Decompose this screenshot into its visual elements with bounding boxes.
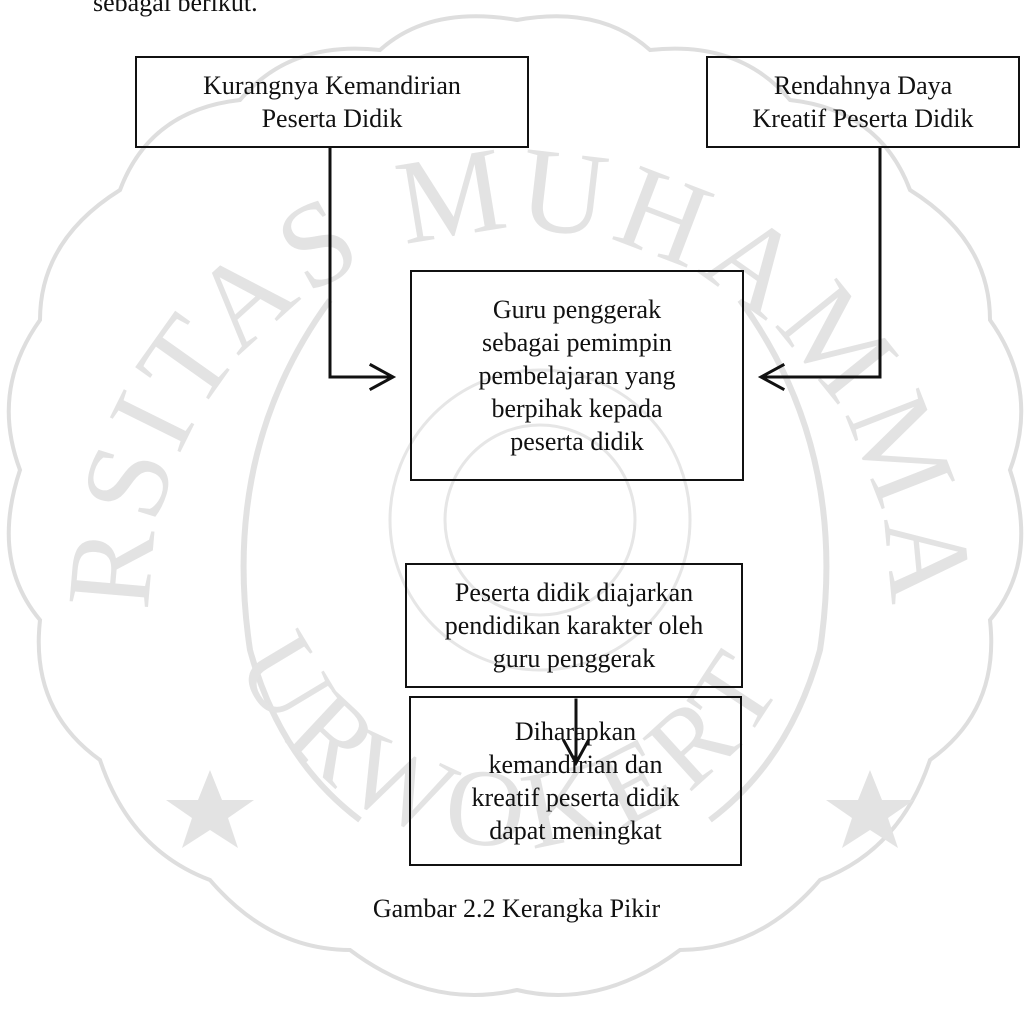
box-kurangnya-kemandirian: Kurangnya Kemandirian Peserta Didik: [135, 56, 529, 148]
box-pendidikan-karakter: Peserta didik diajarkan pendidikan karak…: [405, 563, 743, 688]
arrowhead-kemandirian: [368, 362, 397, 392]
figure-caption: Gambar 2.2 Kerangka Pikir: [372, 894, 661, 923]
box-guru-penggerak: Guru penggerak sebagai pemimpin pembelaj…: [410, 270, 744, 481]
box-harapan-label: Diharapkan kemandirian dan kreatif peser…: [471, 717, 680, 845]
intro-text: sebagai berikut.: [93, 0, 258, 17]
box-pendidikan-karakter-label: Peserta didik diajarkan pendidikan karak…: [444, 578, 704, 673]
box-guru-penggerak-label: Guru penggerak sebagai pemimpin pembelaj…: [478, 295, 676, 456]
box-rendahnya-daya-kreatif: Rendahnya Daya Kreatif Peserta Didik: [706, 56, 1020, 148]
box-kurangnya-kemandirian-label: Kurangnya Kemandirian Peserta Didik: [203, 71, 461, 133]
arrowhead-kreatif: [757, 362, 786, 392]
connector-kreatif-to-guru: [760, 147, 882, 379]
box-harapan: Diharapkan kemandirian dan kreatif peser…: [409, 696, 742, 866]
box-rendahnya-daya-kreatif-label: Rendahnya Daya Kreatif Peserta Didik: [752, 71, 974, 133]
connector-kemandirian-to-guru: [328, 147, 394, 379]
